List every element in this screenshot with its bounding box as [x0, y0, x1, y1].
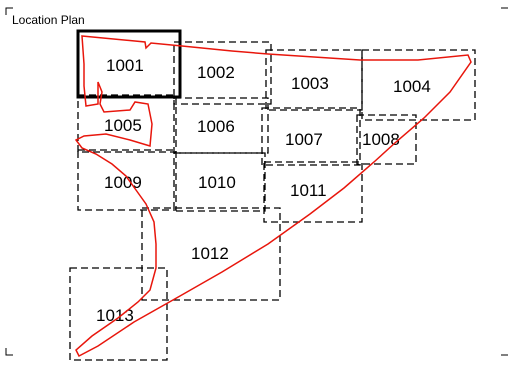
sheet-1008-label: 1008 [362, 130, 400, 149]
sheet-1008-outline[interactable] [356, 114, 417, 165]
sheet-1004-outline[interactable] [361, 49, 476, 121]
sheet-1005-label: 1005 [104, 116, 142, 135]
sheet-1009[interactable]: 1009 [77, 149, 177, 211]
sheet-1011[interactable]: 1011 [263, 161, 363, 223]
sheet-1003-label: 1003 [291, 74, 329, 93]
sheet-1002[interactable]: 1002 [173, 41, 272, 105]
sheet-1004-label: 1004 [393, 77, 431, 96]
frame-corner-top-left [5, 7, 13, 15]
sheet-1009-label: 1009 [104, 173, 142, 192]
sheet-1011-outline[interactable] [263, 161, 363, 223]
sheet-1006-outline[interactable] [173, 97, 269, 154]
sheet-1002-label: 1002 [197, 63, 235, 82]
sheet-1013[interactable]: 1013 [69, 267, 168, 361]
sheet-1012-outline[interactable] [141, 207, 281, 301]
sheet-1001-label: 1001 [106, 56, 144, 75]
sheet-1004[interactable]: 1004 [361, 49, 476, 121]
sheet-1002-outline[interactable] [173, 41, 272, 105]
sheet-1007-label: 1007 [285, 130, 323, 149]
sheet-1005[interactable]: 1005 [77, 94, 177, 153]
sheet-1009-outline[interactable] [77, 149, 177, 211]
frame-corner-bottom-left [5, 348, 13, 356]
sheet-1010[interactable]: 1010 [173, 152, 266, 212]
sheet-1010-label: 1010 [198, 173, 236, 192]
sheet-1013-outline[interactable] [69, 267, 168, 361]
sheet-1005-outline[interactable] [77, 94, 177, 153]
route-line [74, 35, 472, 358]
sheet-1010-outline[interactable] [173, 152, 266, 212]
sheet-1012[interactable]: 1012 [141, 207, 281, 301]
sheet-1013-label: 1013 [96, 306, 134, 325]
sheet-1007[interactable]: 1007 [261, 107, 361, 166]
sheet-1007-outline[interactable] [261, 107, 361, 166]
sheet-1008[interactable]: 1008 [356, 114, 417, 165]
sheet-1012-label: 1012 [191, 244, 229, 263]
sheet-1001-outline[interactable] [76, 29, 182, 99]
sheet-1001[interactable]: 1001 [76, 29, 182, 99]
sheet-1006[interactable]: 1006 [173, 97, 269, 154]
map-title: Location Plan [12, 13, 85, 27]
sheet-1006-label: 1006 [197, 117, 235, 136]
sheet-1011-label: 1011 [290, 181, 327, 200]
